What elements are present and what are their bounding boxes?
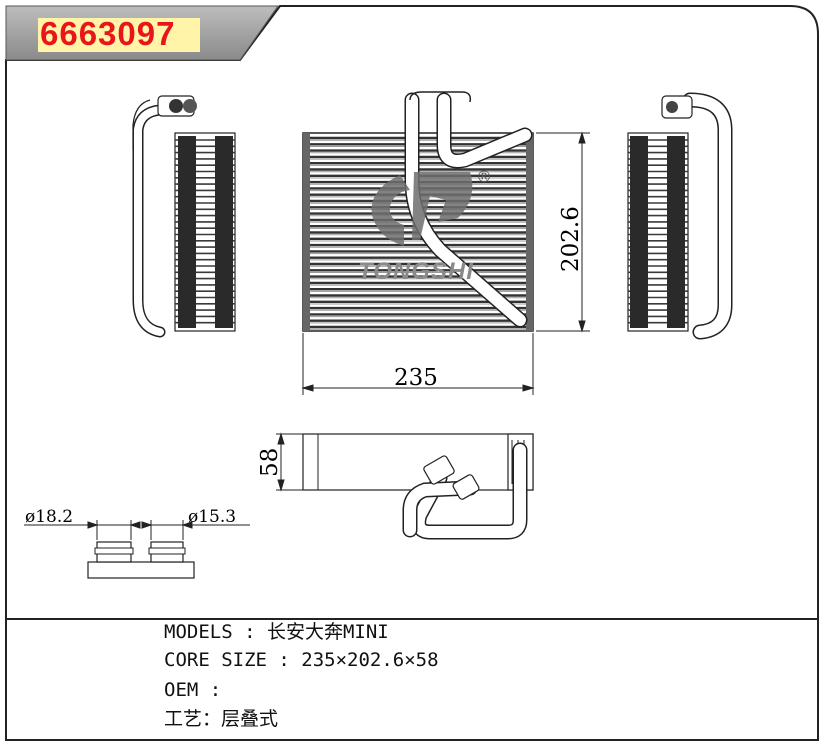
height-dimension-line: [536, 131, 590, 333]
left-side-view: [132, 95, 236, 338]
process-value: 层叠式: [221, 708, 279, 730]
core-size-separator: :: [278, 649, 302, 671]
models-separator: :: [244, 621, 267, 643]
core-size-value: 235×202.6×58: [301, 649, 439, 671]
spec-models: MODELS : 长安大奔MINI: [164, 620, 389, 644]
oem-separator: :: [209, 679, 222, 701]
part-number: 6663097: [40, 15, 176, 52]
fitting-detail: [24, 520, 250, 579]
width-dimension: 235: [394, 365, 438, 391]
depth-dimension: 58: [257, 448, 283, 477]
oem-label: OEM: [164, 679, 199, 701]
part-number-highlight: [38, 18, 200, 52]
models-label: MODELS: [164, 621, 233, 643]
top-view: [302, 433, 534, 540]
core-size-label: CORE SIZE: [164, 649, 267, 671]
pipe-dimension-left: ø18.2: [25, 507, 73, 527]
models-value: 长安大奔MINI: [266, 621, 389, 643]
logo-text: TONGSHI: [358, 258, 474, 285]
height-dimension: 202.6: [558, 206, 584, 272]
sheet-frame: [5, 5, 819, 741]
front-view: [302, 91, 534, 332]
spec-core-size: CORE SIZE : 235×202.6×58: [164, 648, 439, 672]
depth-dimension-line: [276, 432, 303, 492]
spec-oem: OEM :: [164, 678, 221, 702]
tongshi-logo: [371, 172, 473, 246]
spec-process: 工艺：层叠式: [164, 707, 278, 731]
right-side-view: [627, 92, 733, 340]
width-dimension-line: [301, 333, 535, 395]
pipe-dimension-right: ø15.3: [188, 507, 236, 527]
process-label: 工艺：: [164, 708, 222, 730]
registered-mark: ®: [476, 167, 492, 186]
